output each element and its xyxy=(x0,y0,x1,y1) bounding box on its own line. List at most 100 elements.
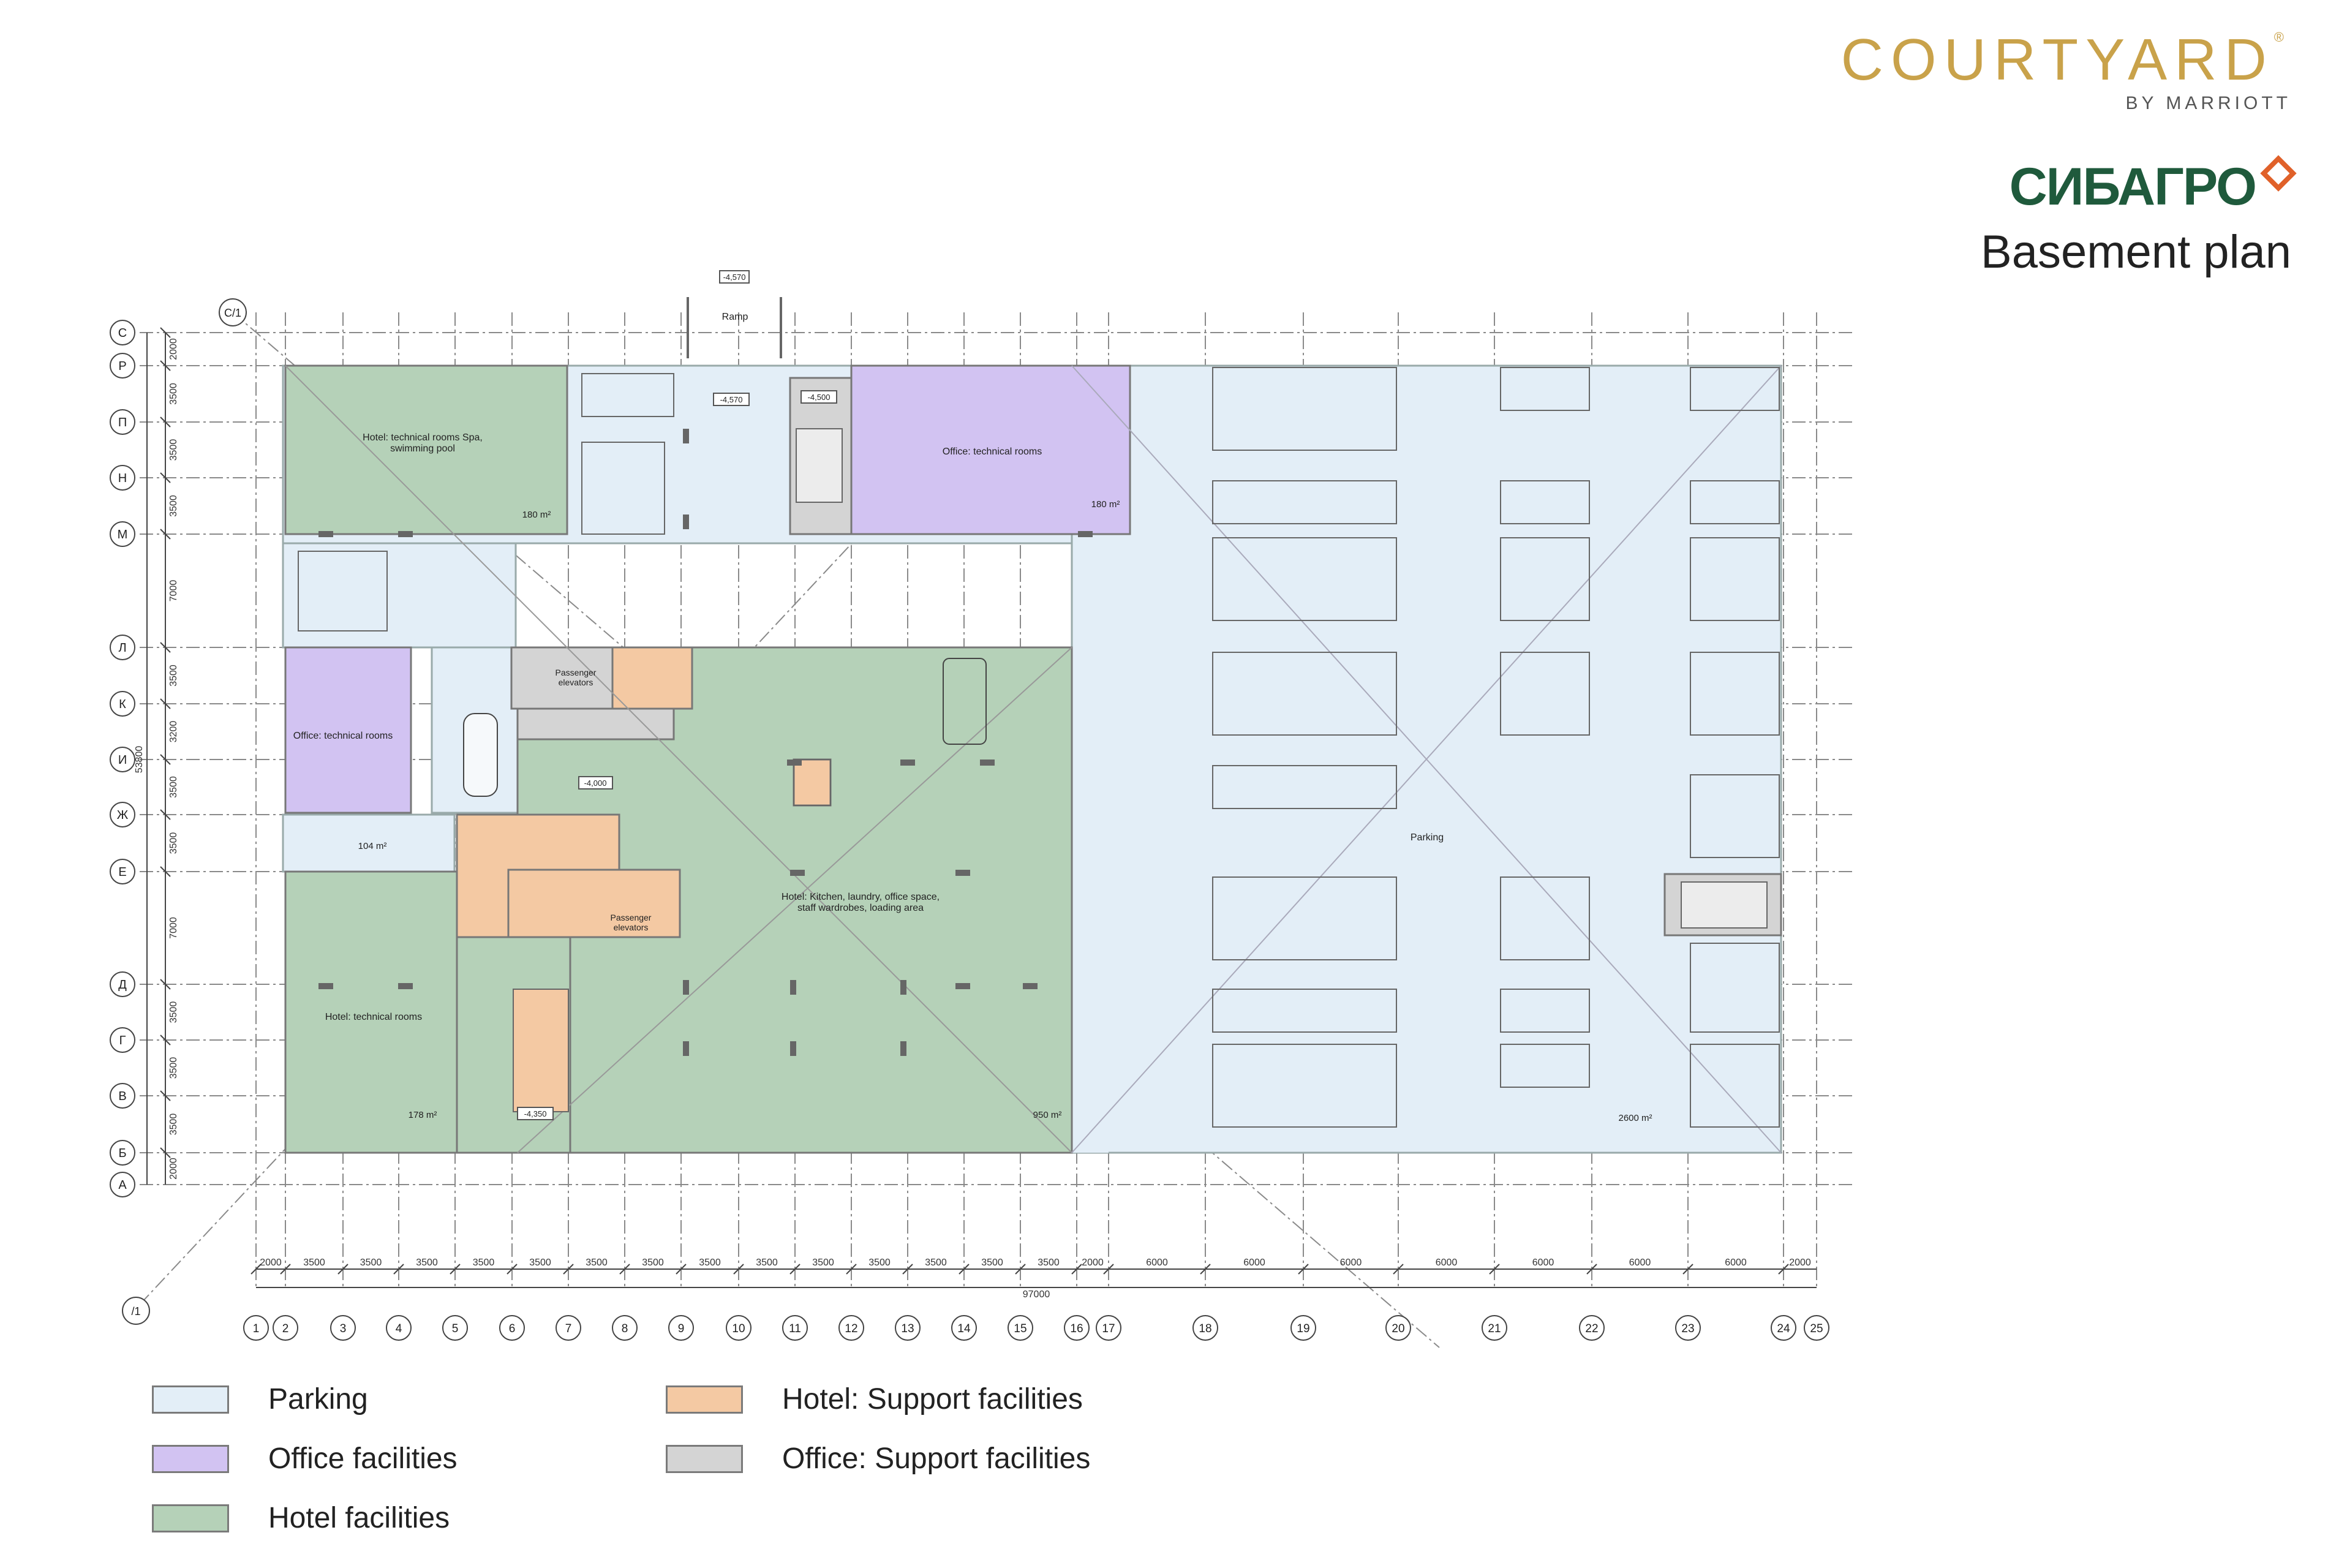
col-axis-label: 23 xyxy=(1681,1322,1694,1335)
row-dim-value: 3500 xyxy=(168,383,179,405)
col-dim-value: 2000 xyxy=(1082,1257,1104,1268)
row-axis-circle xyxy=(110,691,135,717)
area-2600: 2600 m² xyxy=(1618,1113,1652,1123)
office-top-area: 180 m² xyxy=(1091,499,1120,510)
col-dim-value: 6000 xyxy=(1532,1257,1554,1268)
dim-tick xyxy=(563,1264,574,1275)
row-axis-label: Н xyxy=(118,472,127,485)
legend-item-hotel-support: Hotel: Support facilities xyxy=(666,1382,1083,1416)
col-dim-value: 3500 xyxy=(1038,1257,1060,1268)
row-axis-circle xyxy=(110,353,135,379)
zone-parking-east-strip xyxy=(1072,647,1109,1153)
col-axis-circle xyxy=(499,1315,525,1341)
row-dim-value: 3500 xyxy=(168,665,179,687)
row-dim-value: 2000 xyxy=(168,1158,179,1180)
zone-office-support-2 xyxy=(510,646,614,710)
dim-tick xyxy=(507,1264,518,1275)
dim-tick xyxy=(619,1264,630,1275)
col-axis-label: 7 xyxy=(565,1322,572,1335)
col-dim-value: 3500 xyxy=(303,1257,325,1268)
col-axis-label: 10 xyxy=(732,1322,745,1335)
row-dim-value: 3200 xyxy=(168,721,179,743)
zone-office-left xyxy=(284,646,412,814)
col-axis-circle xyxy=(1675,1315,1701,1341)
legend-swatch xyxy=(152,1444,229,1473)
elev-5: -4,350 xyxy=(524,1109,547,1118)
col-axis-circle xyxy=(442,1315,468,1341)
row-axis-label: Ж xyxy=(117,809,129,822)
legend-label: Office facilities xyxy=(268,1442,458,1475)
plan-details xyxy=(285,297,1782,1153)
row-axis-circle xyxy=(110,465,135,491)
col-dim-value: 6000 xyxy=(1146,1257,1168,1268)
col-dim-value: 3500 xyxy=(756,1257,778,1268)
row-axis-circle xyxy=(110,802,135,827)
area-950: 950 m² xyxy=(1033,1110,1062,1120)
row-dim-value: 3500 xyxy=(168,1057,179,1079)
legend-label: Office: Support facilities xyxy=(782,1442,1091,1475)
dim-tick xyxy=(1586,1264,1597,1275)
dim-tick xyxy=(1200,1264,1211,1275)
col-dim-value: 6000 xyxy=(1243,1257,1265,1268)
elev-3: -4,500 xyxy=(808,393,831,402)
area-104: 104 m² xyxy=(358,841,387,851)
dim-tick xyxy=(160,809,171,820)
dim-tick xyxy=(450,1264,461,1275)
dim-tick xyxy=(251,1264,262,1275)
row-axis-circle xyxy=(110,859,135,884)
row-axis-circle xyxy=(110,747,135,772)
row-axis-circle xyxy=(110,971,135,997)
legend-item-parking: Parking xyxy=(152,1382,368,1416)
office-left-label: Office: technical rooms xyxy=(293,731,393,741)
col-dim-value: 6000 xyxy=(1725,1257,1747,1268)
dim-tick xyxy=(160,979,171,990)
row-dim-value: 2000 xyxy=(168,338,179,360)
row-axis-label: М xyxy=(118,528,128,541)
row-axis-label: Б xyxy=(118,1147,126,1160)
col-axis-label: 4 xyxy=(396,1322,402,1335)
col-dim-value: 2000 xyxy=(260,1257,282,1268)
col-axis-label: 25 xyxy=(1810,1322,1823,1335)
col-dim-value: 3500 xyxy=(586,1257,608,1268)
row-axis-label: Р xyxy=(118,360,126,373)
ramp-label: Ramp xyxy=(722,312,748,322)
dim-tick xyxy=(160,417,171,428)
dim-tick xyxy=(1682,1264,1693,1275)
dim-tick xyxy=(337,1264,348,1275)
row-axis-circle xyxy=(110,1140,135,1166)
col-axis-circle xyxy=(1096,1315,1121,1341)
row-axis-label: А xyxy=(118,1178,127,1192)
zone-hotel-support-4 xyxy=(793,758,832,807)
row-dim-value: 3500 xyxy=(168,495,179,517)
col-axis-circle xyxy=(1385,1315,1411,1341)
row-axis-label: Л xyxy=(118,641,126,655)
col-axis-label: 8 xyxy=(622,1322,628,1335)
col-axis-label: 3 xyxy=(340,1322,347,1335)
elev-ramp: -4,570 xyxy=(723,273,746,282)
col-dim-value: 6000 xyxy=(1340,1257,1362,1268)
col-axis-label: 6 xyxy=(509,1322,516,1335)
row-axis-circle xyxy=(110,320,135,345)
row-axis-label: П xyxy=(118,416,127,429)
legend-swatch xyxy=(152,1385,229,1414)
col-axis-circle xyxy=(726,1315,752,1341)
col-axis-label: 14 xyxy=(957,1322,971,1335)
col-axis-circle xyxy=(1008,1315,1033,1341)
col-dim-value: 6000 xyxy=(1629,1257,1651,1268)
col-dim-value: 3500 xyxy=(812,1257,834,1268)
col-dim-value: 3500 xyxy=(699,1257,721,1268)
col-axis-circle xyxy=(1804,1315,1829,1341)
dim-tick xyxy=(959,1264,970,1275)
legend-item-hotel: Hotel facilities xyxy=(152,1501,450,1535)
hotel-tech-label: Hotel: technical rooms xyxy=(325,1012,422,1022)
row-axis-circle xyxy=(110,635,135,660)
zones xyxy=(282,364,1782,1154)
col-axis-circle xyxy=(330,1315,356,1341)
dim-tick xyxy=(1015,1264,1026,1275)
zone-parking-left xyxy=(282,542,517,649)
dim-tick xyxy=(846,1264,857,1275)
row-axis-circle xyxy=(110,1172,135,1197)
dim-tick xyxy=(733,1264,744,1275)
